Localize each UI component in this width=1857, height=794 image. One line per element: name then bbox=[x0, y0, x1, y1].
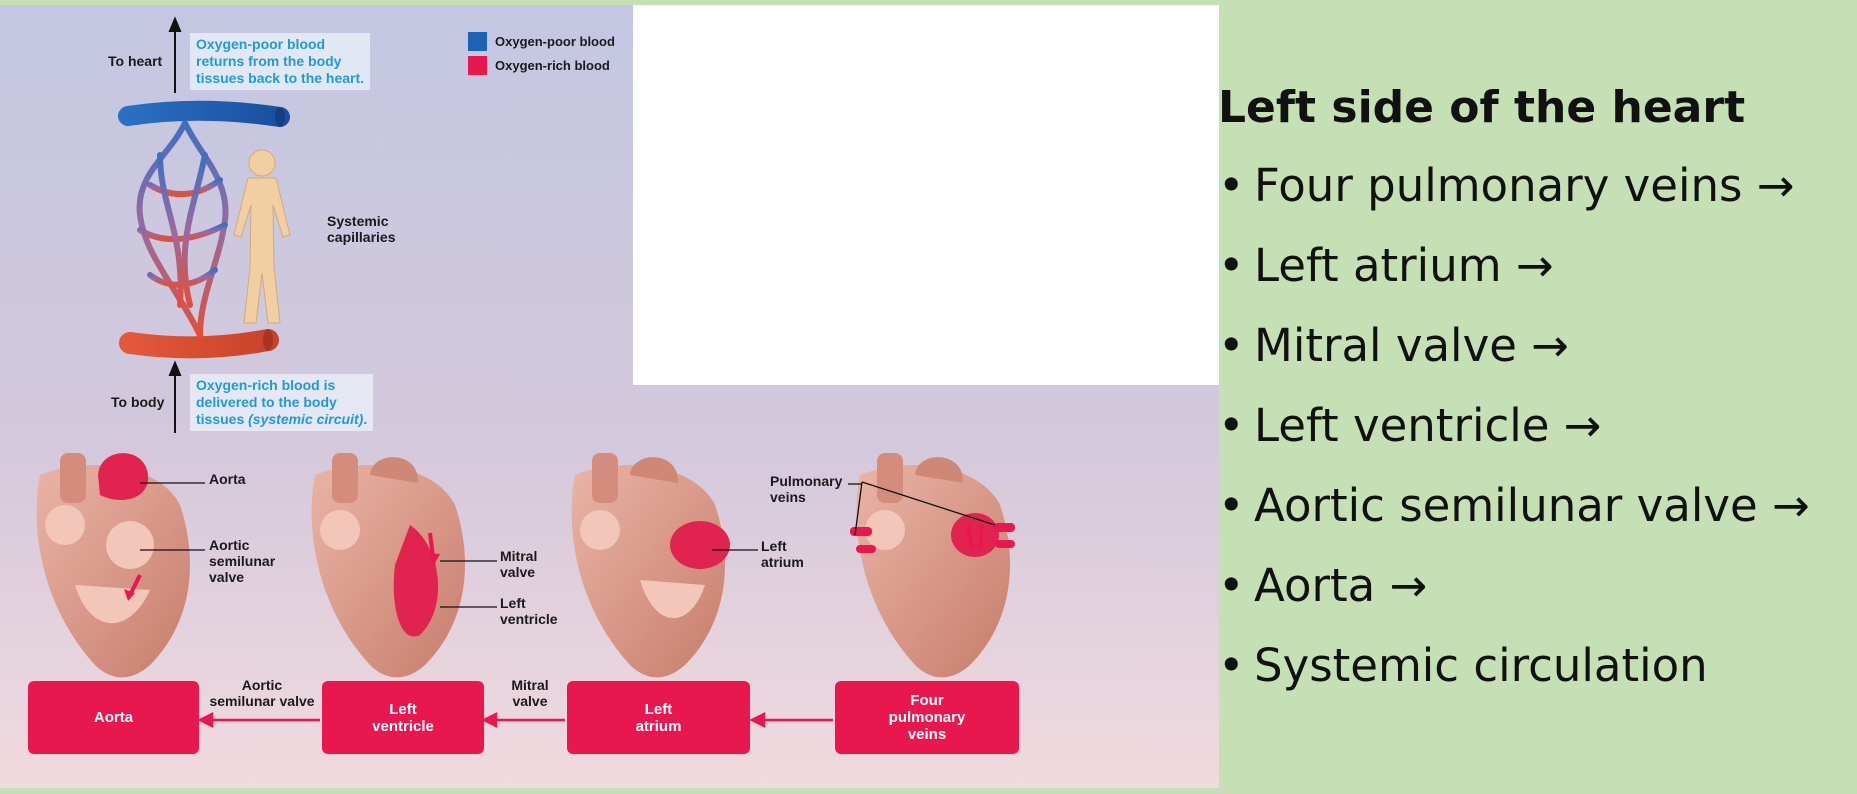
callout-oxygen-poor-return: Oxygen-poor blood returns from the body … bbox=[190, 33, 371, 90]
to-heart-label: To heart bbox=[108, 53, 163, 69]
systemic-capillaries-art bbox=[118, 100, 291, 359]
callout-bottom-line-1: Oxygen-rich blood is bbox=[196, 377, 336, 393]
label-left-ventricle: Left ventricle bbox=[500, 595, 558, 627]
flow-label-mv-line-1: Mitral bbox=[511, 677, 549, 693]
callout-top-line-1: Oxygen-poor blood bbox=[196, 36, 326, 52]
mitral-line-2: valve bbox=[500, 564, 536, 580]
flow-box-aorta-text: Aorta bbox=[93, 709, 134, 726]
pathway-item-aorta: Aorta → bbox=[1218, 546, 1848, 626]
to-body-label: To body bbox=[111, 394, 165, 410]
left-atrium-line-1: Left bbox=[761, 538, 787, 554]
label-left-atrium: Left atrium bbox=[761, 538, 804, 570]
legend-oxygen-poor-swatch bbox=[468, 32, 487, 51]
left-heart-text-panel: Left side of the heart Four pulmonary ve… bbox=[1218, 82, 1848, 706]
to-heart-arrow bbox=[168, 16, 182, 93]
callout-top-line-3: tissues back to the heart. bbox=[196, 70, 365, 86]
pathway-list: Four pulmonary veins → Left atrium → Mit… bbox=[1218, 146, 1848, 706]
callout-oxygen-rich-delivery: Oxygen-rich blood is delivered to the bo… bbox=[190, 374, 374, 431]
systemic-capillaries-label: Systemic capillaries bbox=[327, 213, 396, 245]
callout-bottom-line-3-text: tissues bbox=[196, 411, 249, 427]
flow-box-fpv-line-2: pulmonary bbox=[888, 709, 966, 726]
legend-oxygen-rich-label: Oxygen-rich blood bbox=[495, 58, 610, 73]
left-atrium-line-2: atrium bbox=[761, 554, 804, 570]
flow-box-la-line-1: Left bbox=[644, 700, 673, 718]
heart-illustration-1 bbox=[36, 453, 191, 678]
left-ventricle-line-1: Left bbox=[500, 595, 526, 611]
flow-label-aortic-semilunar-valve: Aortic semilunar valve bbox=[204, 677, 320, 709]
to-body-arrow bbox=[168, 360, 182, 433]
heart-illustration-3 bbox=[571, 453, 730, 678]
callout-bottom-systemic-circuit: (systemic circuit) bbox=[248, 411, 364, 427]
heart-diagram-figure: Oxygen-poor blood Oxygen-rich blood To h… bbox=[0, 5, 1219, 788]
heart-illustration-2 bbox=[311, 453, 465, 678]
pulmonary-veins-line-2: veins bbox=[770, 489, 806, 505]
left-ventricle-line-2: ventricle bbox=[500, 611, 558, 627]
flow-label-mv-line-2: valve bbox=[512, 693, 548, 709]
systemic-capillaries-line-1: Systemic bbox=[327, 213, 389, 229]
pathway-item-left-ventricle: Left ventricle → bbox=[1218, 386, 1848, 466]
label-aorta: Aorta bbox=[209, 471, 246, 487]
aortic-semilunar-line-3: valve bbox=[209, 569, 245, 585]
panel-title: Left side of the heart bbox=[1218, 82, 1746, 133]
pathway-item-mitral-valve: Mitral valve → bbox=[1218, 306, 1848, 386]
aortic-semilunar-line-2: semilunar bbox=[209, 553, 276, 569]
flow-label-asv-line-1: Aortic bbox=[241, 677, 283, 693]
flow-box-fpv-line-3: veins bbox=[907, 726, 947, 743]
flow-box-lv-line-2: ventricle bbox=[372, 717, 434, 735]
flow-box-fpv-line-1: Four bbox=[910, 692, 944, 709]
callout-bottom-period: . bbox=[363, 411, 368, 427]
flow-box-la-line-2: atrium bbox=[635, 717, 682, 735]
pathway-item-systemic-circulation: Systemic circulation bbox=[1218, 626, 1848, 706]
callout-bottom-line-3: tissues (systemic circuit). bbox=[196, 411, 367, 428]
legend-oxygen-poor-label: Oxygen-poor blood bbox=[495, 34, 615, 49]
pathway-item-aortic-semilunar-valve: Aortic semilunar valve → bbox=[1218, 466, 1848, 546]
flow-box-aorta: Aorta bbox=[28, 681, 199, 754]
flow-label-asv-line-2: semilunar valve bbox=[209, 693, 315, 709]
flow-arrows bbox=[197, 711, 833, 729]
callout-bottom-line-2: delivered to the body bbox=[196, 394, 337, 410]
callout-top-line-2: returns from the body bbox=[196, 53, 342, 69]
figure-artwork bbox=[0, 5, 1219, 788]
flow-box-lv-line-1: Left bbox=[389, 700, 417, 718]
pathway-item-pulmonary-veins: Four pulmonary veins → bbox=[1218, 146, 1848, 226]
label-mitral-valve: Mitral valve bbox=[500, 548, 537, 580]
systemic-capillaries-line-2: capillaries bbox=[327, 229, 396, 245]
label-pulmonary-veins: Pulmonary veins bbox=[770, 473, 842, 505]
leader-lines bbox=[140, 481, 996, 608]
flow-label-mitral-valve: Mitral valve bbox=[500, 677, 560, 709]
human-silhouette bbox=[233, 149, 291, 324]
mitral-line-1: Mitral bbox=[500, 548, 538, 564]
pulmonary-veins-line-1: Pulmonary bbox=[770, 473, 843, 489]
label-aortic-semilunar-valve: Aortic semilunar valve bbox=[209, 537, 275, 585]
pathway-item-left-atrium: Left atrium → bbox=[1218, 226, 1848, 306]
aortic-semilunar-line-1: Aortic bbox=[209, 537, 250, 553]
legend-oxygen-rich-swatch bbox=[468, 56, 487, 75]
